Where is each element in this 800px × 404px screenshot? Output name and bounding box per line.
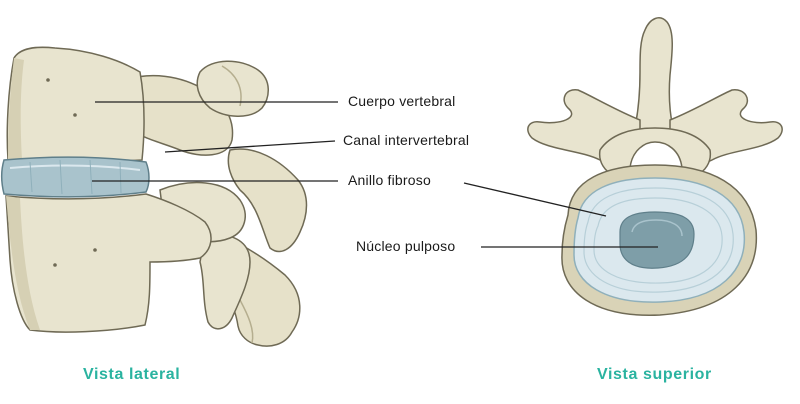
spinous-process	[631, 17, 678, 141]
label-cuerpo-vertebral: Cuerpo vertebral	[348, 93, 456, 109]
label-anillo-fibroso: Anillo fibroso	[348, 172, 431, 188]
middle-transverse-process	[227, 148, 308, 253]
nucleus-pulposus	[619, 211, 695, 269]
label-canal-intervertebral: Canal intervertebral	[343, 132, 470, 148]
leader-line-canal	[164, 140, 336, 153]
caption-vista-lateral: Vista lateral	[83, 366, 181, 383]
nucleus-highlight	[631, 219, 683, 237]
bone-foramen-dot	[73, 113, 77, 117]
upper-vertebral-body	[6, 46, 145, 163]
upper-body-shading	[8, 58, 24, 160]
lateral-view	[1, 46, 308, 347]
leader-line-anillo-superior	[463, 182, 607, 217]
lower-articular-process	[199, 233, 251, 330]
lower-vertebral-body	[5, 193, 212, 333]
annulus-ring	[583, 187, 734, 293]
caption-vista-superior: Vista superior	[597, 366, 712, 383]
label-nucleo-pulposo: Núcleo pulposo	[356, 238, 456, 254]
lateral-disc-highlight	[9, 164, 141, 171]
leader-lines	[92, 101, 658, 248]
bone-foramen-dot	[46, 78, 50, 82]
superior-view	[527, 17, 783, 316]
lateral-intervertebral-disc	[1, 156, 150, 198]
annulus-ring	[593, 197, 723, 284]
bone-foramen-dot	[53, 263, 57, 267]
lower-process-fold	[239, 299, 254, 344]
lower-body-shading	[6, 196, 40, 330]
lateral-disc-striation	[29, 159, 122, 195]
bone-foramen-dot	[93, 248, 97, 252]
